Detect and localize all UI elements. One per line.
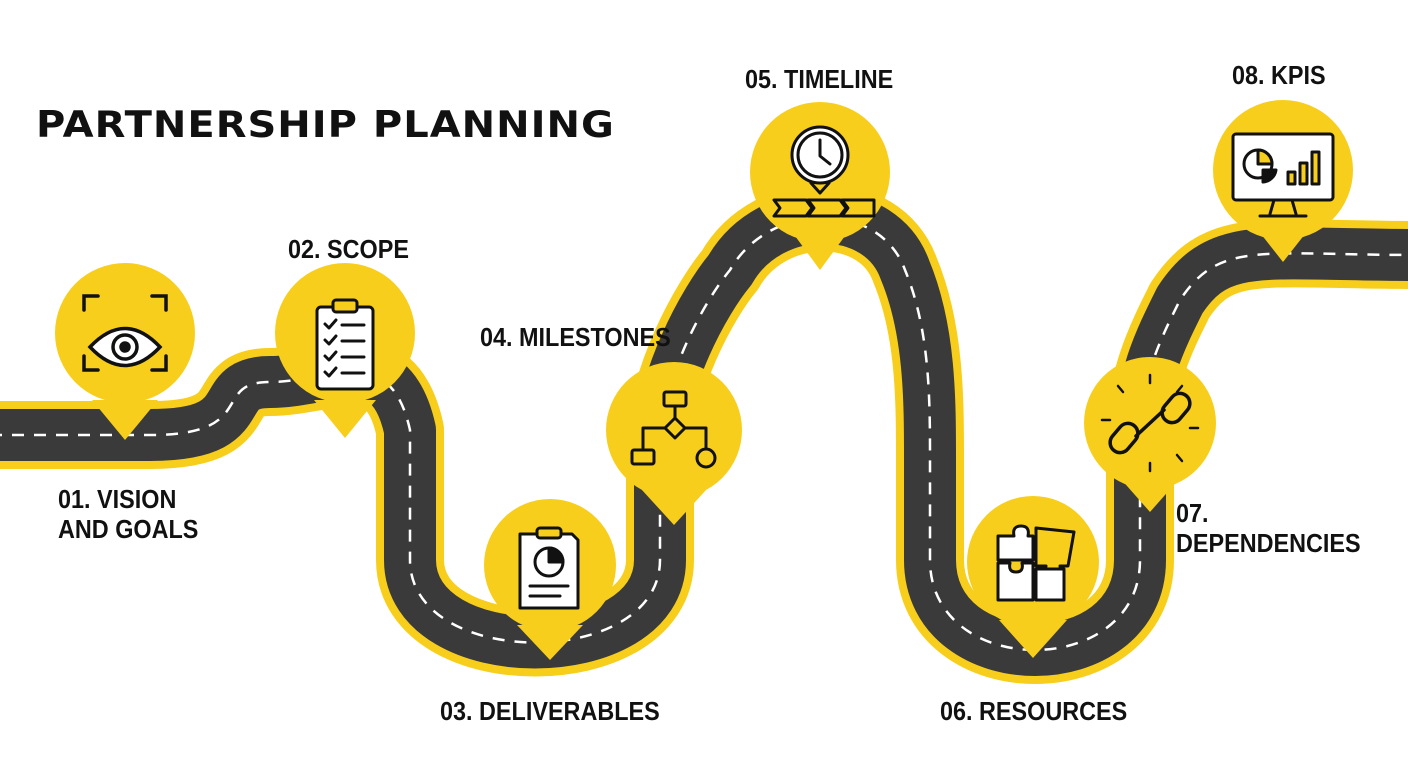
step-label-7: 07. DEPENDENCIES [1176, 498, 1361, 558]
marker-7 [1084, 357, 1216, 512]
puzzle-icon [996, 524, 1076, 602]
eye-icon [82, 294, 168, 372]
step-label-3: 03. DELIVERABLES [440, 696, 660, 726]
marker-2 [275, 263, 415, 438]
report-chart-icon [518, 526, 580, 610]
clipboard-checklist-icon [315, 298, 375, 391]
dashboard-monitor-icon [1231, 132, 1335, 218]
step-label-8: 08. KPIS [1232, 60, 1326, 90]
marker-6 [967, 496, 1099, 658]
marker-1 [55, 263, 195, 440]
page-title: PARTNERSHIP PLANNING [36, 104, 615, 147]
chain-link-icon [1100, 373, 1200, 473]
step-label-1: 01. VISION AND GOALS [58, 484, 199, 544]
step-label-6: 06. RESOURCES [940, 696, 1128, 726]
step-label-4: 04. MILESTONES [480, 322, 671, 352]
marker-5 [750, 102, 890, 270]
flowchart-icon [630, 390, 717, 469]
marker-3 [484, 499, 616, 660]
marker-8 [1213, 100, 1353, 262]
marker-4 [606, 362, 742, 525]
step-label-2: 02. SCOPE [288, 234, 409, 264]
step-label-5: 05. TIMELINE [745, 64, 894, 94]
clock-timeline-icon [772, 125, 876, 218]
